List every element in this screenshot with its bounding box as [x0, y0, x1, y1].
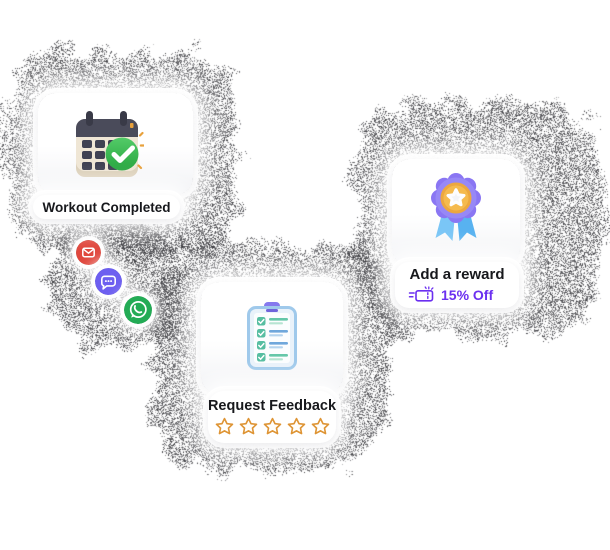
add-reward-label: Add a reward	[409, 266, 505, 283]
chat-bubble-icon	[101, 275, 116, 290]
whatsapp-channel-badge[interactable]	[124, 296, 152, 324]
star-icon[interactable]	[287, 417, 306, 436]
calendar-check-3d-icon	[76, 111, 144, 177]
star-rating[interactable]	[215, 417, 330, 436]
ticket-coupon-icon	[408, 286, 434, 302]
star-icon[interactable]	[311, 417, 330, 436]
whatsapp-badge-circle	[124, 296, 152, 324]
clipboard-checklist-3d-icon	[247, 302, 297, 370]
email-channel-badge[interactable]	[76, 240, 101, 265]
star-icon[interactable]	[239, 417, 258, 436]
request-feedback-label-pill[interactable]: Request Feedback	[208, 391, 336, 443]
medal-ribbon-3d-icon	[431, 173, 481, 241]
chat-channel-badge[interactable]	[95, 268, 122, 295]
workout-completed-label-pill[interactable]: Workout Completed	[33, 195, 180, 219]
discount-label: 15% Off	[441, 287, 494, 303]
star-icon[interactable]	[263, 417, 282, 436]
request-feedback-label: Request Feedback	[207, 398, 337, 414]
workout-completed-label: Workout Completed	[42, 199, 171, 215]
whatsapp-icon	[129, 301, 147, 318]
envelope-icon	[82, 247, 95, 258]
add-reward-label-pill[interactable]: Add a reward 15% Off	[395, 262, 519, 308]
star-icon[interactable]	[215, 417, 234, 436]
discount-row: 15% Off	[395, 286, 519, 304]
